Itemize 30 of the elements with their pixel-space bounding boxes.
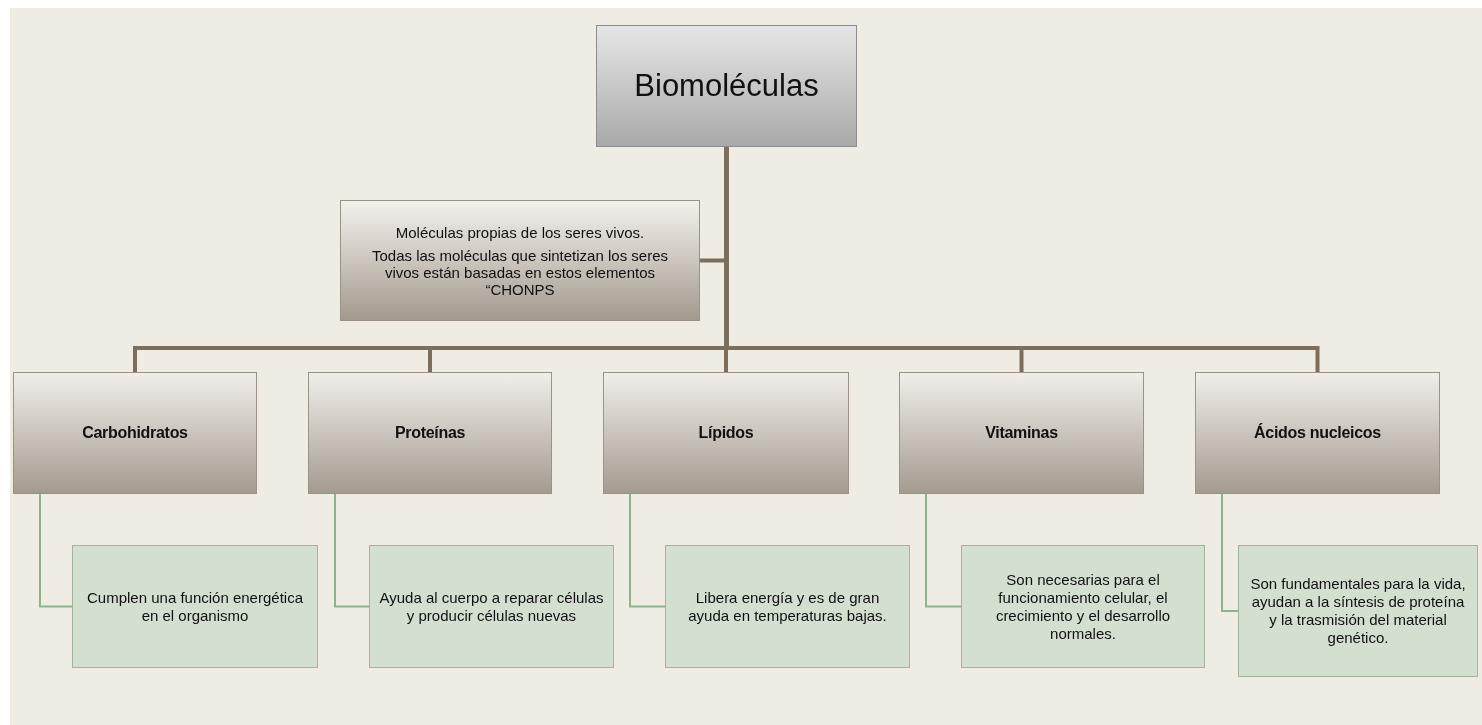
connector-line [39, 493, 73, 608]
node-text: Todas las moléculas que sintetizan los seres vivos están basadas en estos elementos “CHONPS [371, 246, 669, 298]
node-text: Proteínas [394, 424, 466, 442]
node-text: Vitaminas [985, 424, 1058, 442]
title-box [596, 25, 857, 147]
description-box [369, 545, 614, 668]
node-text: Son fundamentales para la vida, ayudan a la síntesis de proteína y la trasmisión del material genético. [1249, 575, 1467, 647]
node-text: Biomoléculas [634, 68, 819, 104]
description-box [665, 545, 910, 668]
category-box [13, 372, 257, 494]
connector-line [1221, 493, 1239, 612]
node-text: Lípidos [698, 424, 754, 442]
node-text: Libera energía y es de gran ayuda en temperaturas bajas. [687, 588, 888, 625]
category-box [899, 372, 1144, 494]
description-box [72, 545, 318, 668]
node-text: Cumplen una función energética en el organismo [86, 588, 304, 625]
node-text: Ayuda al cuerpo a reparar células y producir células nuevas [378, 588, 605, 625]
connector-line [334, 493, 370, 608]
connector-line [629, 493, 666, 608]
description-box [340, 200, 700, 321]
description-box [961, 545, 1205, 668]
node-text: Son necesarias para el funcionamiento celular, el crecimiento y el desarrollo normales. [994, 570, 1172, 643]
node-text: Carbohidratos [82, 424, 188, 442]
node-text: Moléculas propias de los seres vivos. [395, 223, 645, 241]
category-box [308, 372, 552, 494]
category-box [1195, 372, 1440, 494]
description-box [1238, 545, 1478, 677]
node-text: Ácidos nucleicos [1254, 424, 1381, 442]
category-box [603, 372, 849, 494]
connector-line [925, 493, 962, 608]
